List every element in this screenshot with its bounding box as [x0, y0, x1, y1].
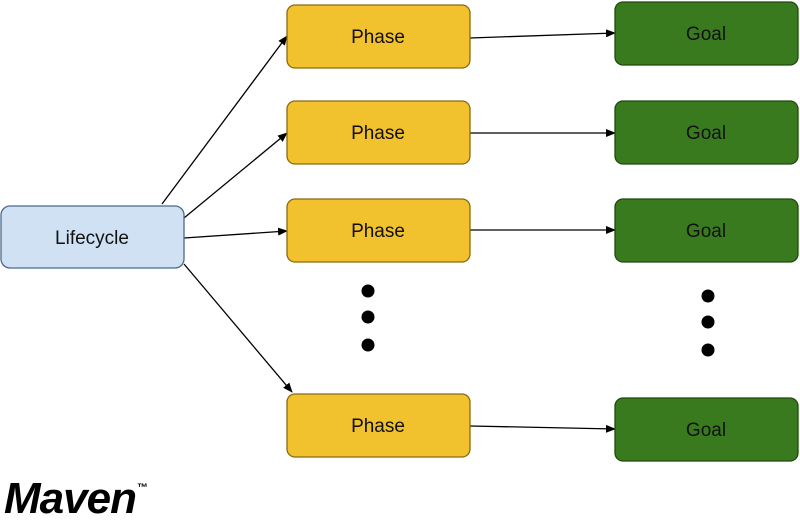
lifecycle-node: Lifecycle	[0, 205, 185, 269]
ellipsis-dot	[361, 338, 375, 352]
phase-node-1: Phase	[286, 4, 471, 69]
phase-node-3: Phase	[286, 198, 471, 263]
goal-ellipsis-dots	[701, 289, 715, 357]
maven-logo-text: Maven	[4, 474, 137, 523]
ellipsis-dot	[361, 310, 375, 324]
phase-node-4: Phase	[286, 393, 471, 458]
goal-label: Goal	[686, 24, 726, 45]
arrow-lifecycle-phase-1	[161, 35, 288, 205]
goal-label: Goal	[686, 221, 726, 242]
ellipsis-dot	[701, 343, 715, 357]
phase-node-2: Phase	[286, 100, 471, 165]
lifecycle-label: Lifecycle	[55, 228, 129, 249]
arrow-phase-goal-4	[469, 424, 616, 433]
phase-label: Phase	[351, 123, 405, 144]
arrow-lifecycle-phase-3	[183, 227, 288, 239]
arrow-lifecycle-phase-4	[183, 263, 293, 393]
goal-node-3: Goal	[614, 198, 799, 263]
goal-label: Goal	[686, 123, 726, 144]
goal-node-2: Goal	[614, 100, 799, 165]
phase-ellipsis-dots	[361, 284, 375, 352]
goal-label: Goal	[686, 420, 726, 441]
goal-node-4: Goal	[614, 397, 799, 462]
ellipsis-dot	[701, 315, 715, 329]
phase-label: Phase	[351, 416, 405, 437]
trademark-symbol: ™	[136, 482, 148, 494]
arrow-lifecycle-phase-2	[183, 132, 288, 219]
phase-label: Phase	[351, 27, 405, 48]
arrow-phase-goal-1	[469, 29, 616, 39]
maven-logo: Maven™	[4, 474, 148, 523]
phase-label: Phase	[351, 221, 405, 242]
ellipsis-dot	[701, 289, 715, 303]
goal-node-1: Goal	[614, 1, 799, 66]
ellipsis-dot	[361, 284, 375, 298]
